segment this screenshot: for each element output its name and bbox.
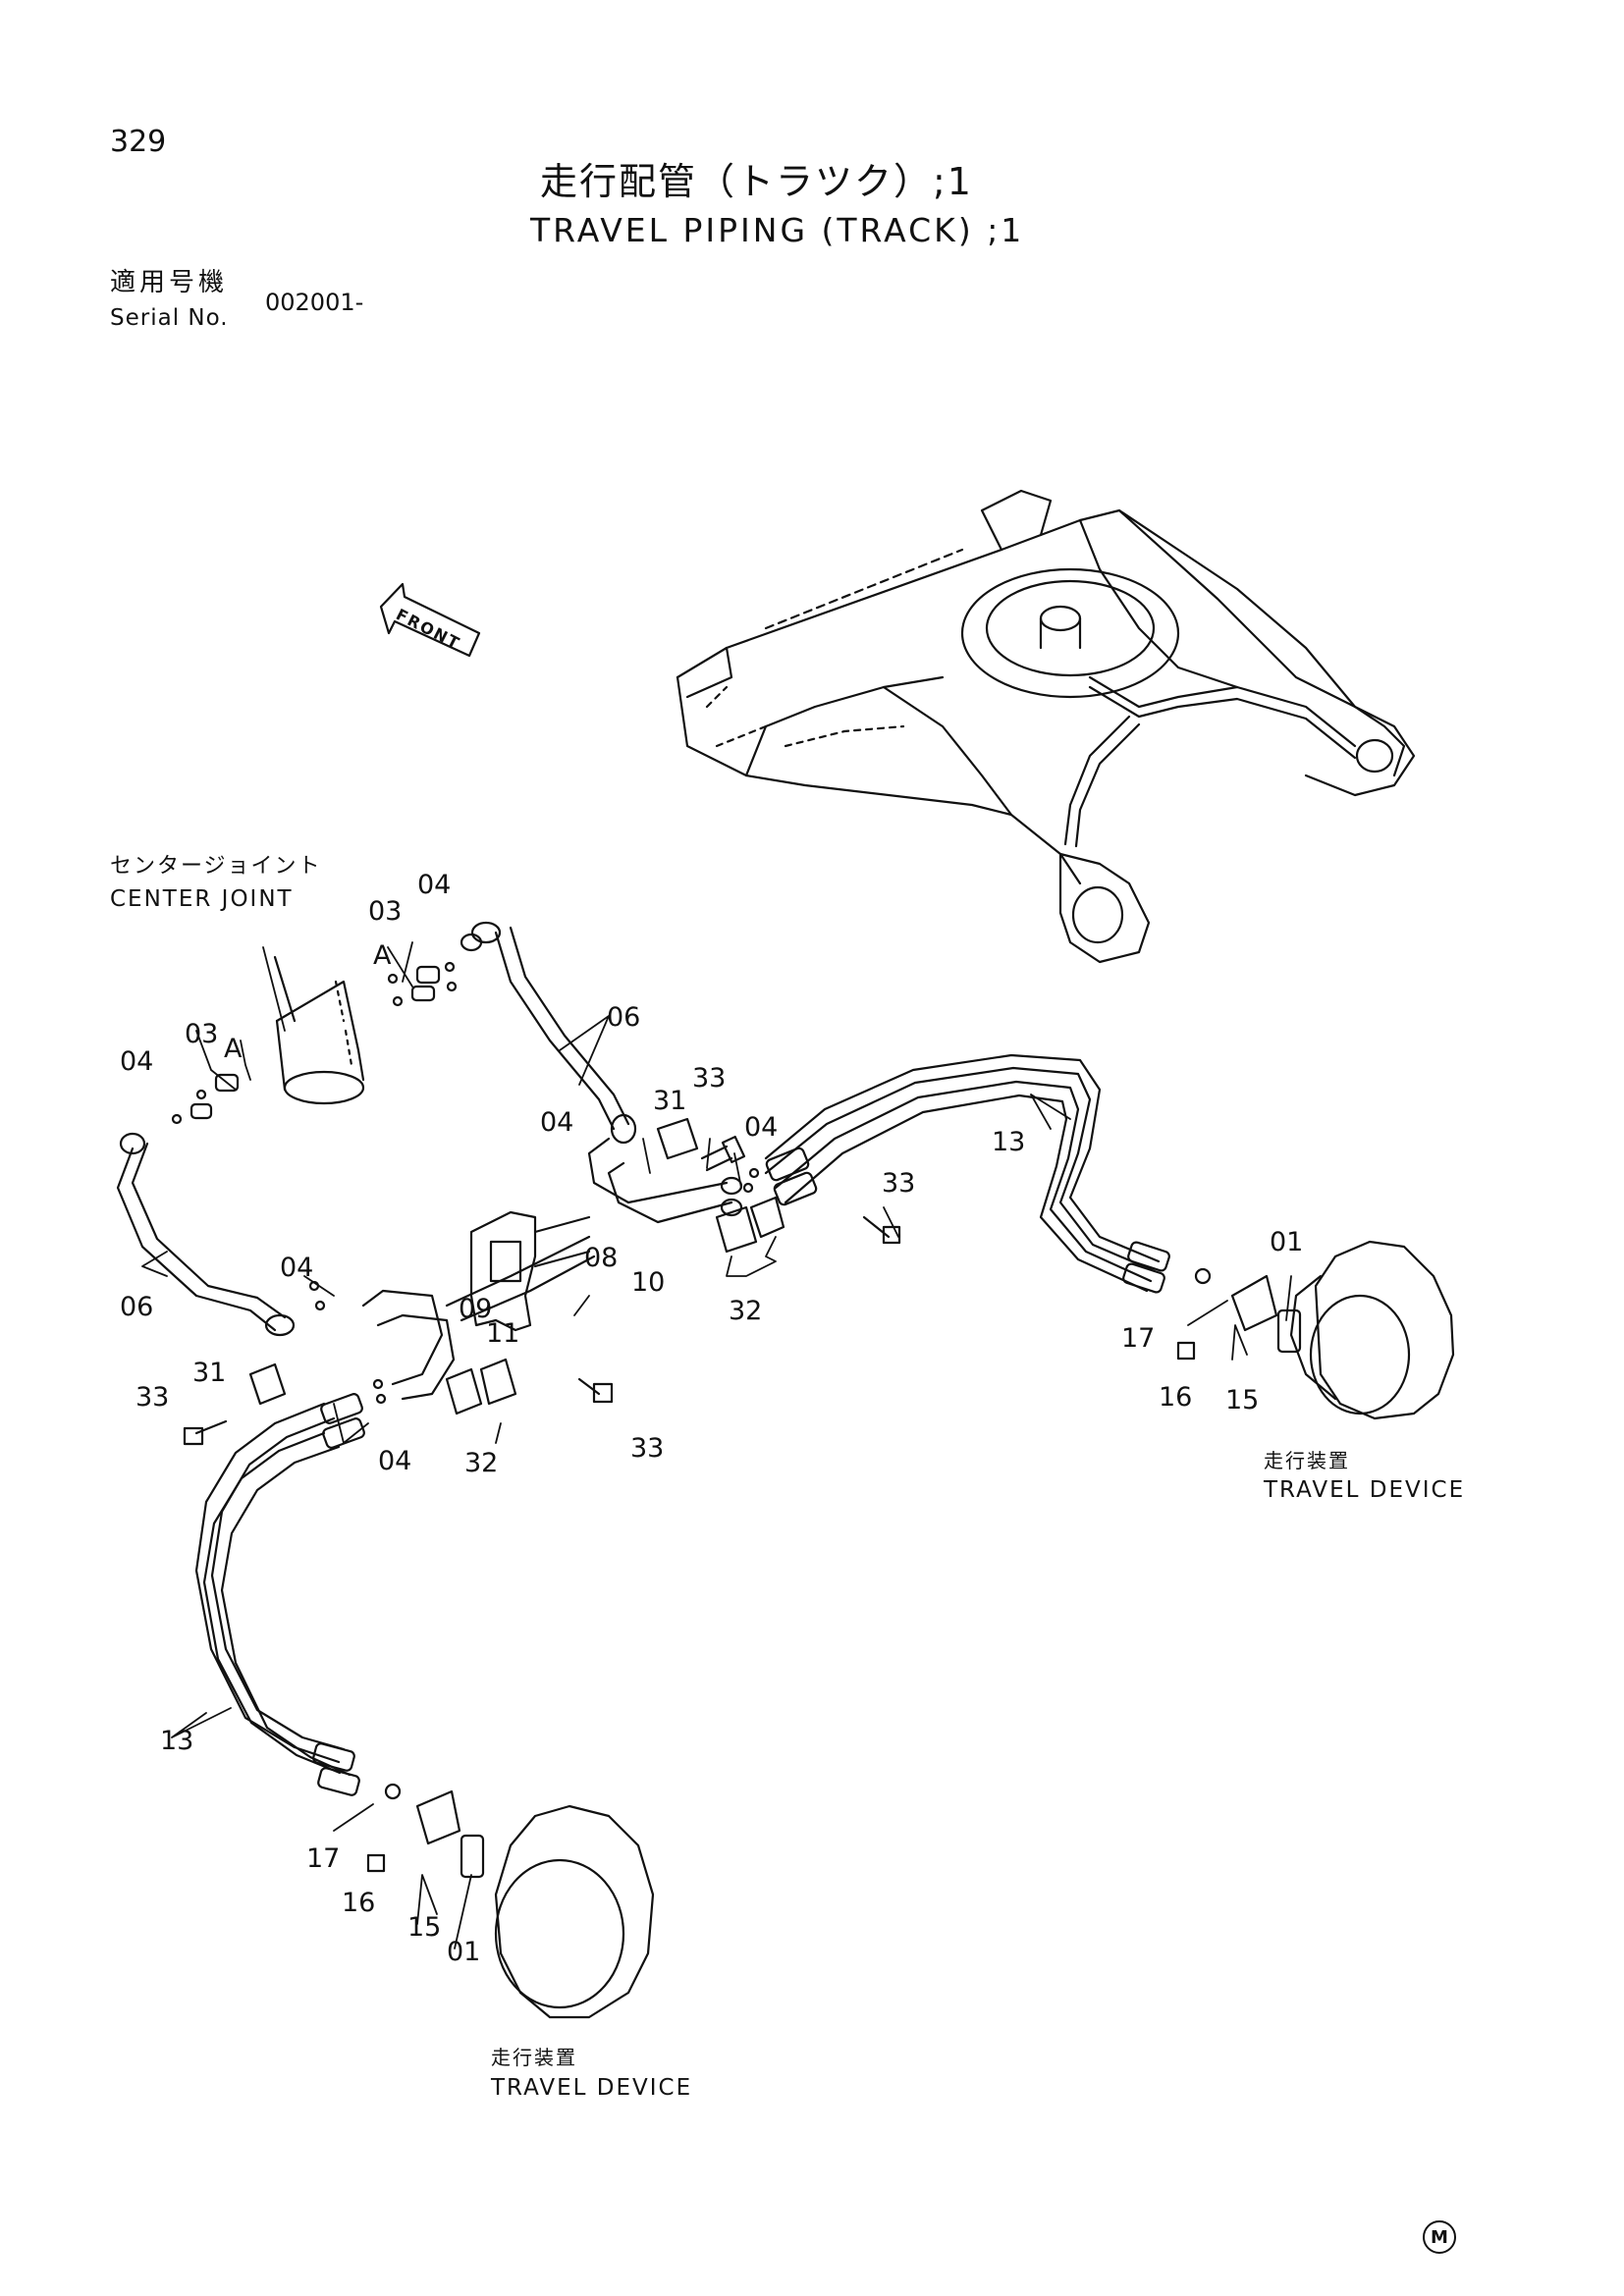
page-number: 329 bbox=[110, 125, 167, 159]
callout-33: 33 bbox=[630, 1433, 665, 1464]
travel-device-left-label-en: TRAVEL DEVICE bbox=[491, 2075, 693, 2101]
center-joint-label-jp: センタージョイント bbox=[110, 854, 322, 879]
callout-03: 03 bbox=[368, 896, 403, 927]
callout-33: 33 bbox=[135, 1382, 170, 1413]
callout-04: 04 bbox=[744, 1112, 779, 1143]
callout-17: 17 bbox=[306, 1843, 341, 1874]
callout-32: 32 bbox=[464, 1448, 499, 1478]
pipes bbox=[361, 1137, 743, 1401]
callout-32: 32 bbox=[729, 1296, 763, 1326]
callout-04: 04 bbox=[280, 1253, 314, 1283]
callout-11: 11 bbox=[486, 1318, 520, 1349]
callout-04: 04 bbox=[378, 1446, 412, 1476]
travel-device-right bbox=[1176, 1240, 1455, 1420]
travel-device-right-label-en: TRAVEL DEVICE bbox=[1264, 1477, 1466, 1503]
callout-a: A bbox=[224, 1034, 243, 1064]
callout-09: 09 bbox=[459, 1294, 493, 1324]
callout-06: 06 bbox=[120, 1292, 154, 1322]
callout-17: 17 bbox=[1121, 1323, 1156, 1354]
callout-08: 08 bbox=[584, 1243, 619, 1273]
bolts bbox=[183, 1135, 901, 1446]
center-joint bbox=[273, 955, 365, 1105]
center-joint-label-en: CENTER JOINT bbox=[110, 886, 294, 912]
fittings bbox=[171, 961, 760, 1405]
serial-value: 002001- bbox=[265, 289, 364, 316]
hose-06 bbox=[116, 921, 637, 1337]
page-title-en: TRAVEL PIPING (TRACK) ;1 bbox=[530, 211, 1025, 249]
callout-16: 16 bbox=[342, 1888, 376, 1918]
callout-04: 04 bbox=[120, 1046, 154, 1077]
front-arrow bbox=[379, 582, 481, 658]
callout-33: 33 bbox=[692, 1063, 727, 1094]
callout-01: 01 bbox=[447, 1937, 481, 1967]
callout-01: 01 bbox=[1270, 1227, 1304, 1257]
travel-device-left-label-jp: 走行装置 bbox=[491, 2046, 577, 2069]
callout-04: 04 bbox=[417, 870, 452, 900]
hose-13-left bbox=[194, 1393, 365, 1796]
serial-label-jp: 適用号機 bbox=[110, 268, 229, 297]
serial-label-en: Serial No. bbox=[110, 305, 229, 331]
clamps bbox=[248, 1117, 785, 1415]
callout-31: 31 bbox=[653, 1086, 687, 1116]
callout-06: 06 bbox=[607, 1002, 641, 1033]
callout-10: 10 bbox=[631, 1267, 666, 1298]
hose-13-right bbox=[764, 1053, 1170, 1294]
callout-03: 03 bbox=[185, 1019, 219, 1049]
track-frame bbox=[676, 489, 1416, 964]
page-title-jp: 走行配管（トラツク）;1 bbox=[540, 160, 973, 203]
callout-15: 15 bbox=[1225, 1385, 1260, 1415]
callout-15: 15 bbox=[407, 1912, 442, 1943]
callout-a: A bbox=[373, 940, 392, 971]
callout-33: 33 bbox=[882, 1168, 916, 1199]
travel-device-right-label-jp: 走行装置 bbox=[1264, 1449, 1350, 1472]
manufacturer-mark: M bbox=[1423, 2220, 1456, 2254]
callout-16: 16 bbox=[1159, 1382, 1193, 1413]
callout-04: 04 bbox=[540, 1107, 574, 1138]
callout-31: 31 bbox=[192, 1358, 227, 1388]
travel-device-left bbox=[366, 1783, 655, 2019]
callout-13: 13 bbox=[992, 1127, 1026, 1157]
callout-13: 13 bbox=[160, 1726, 194, 1756]
